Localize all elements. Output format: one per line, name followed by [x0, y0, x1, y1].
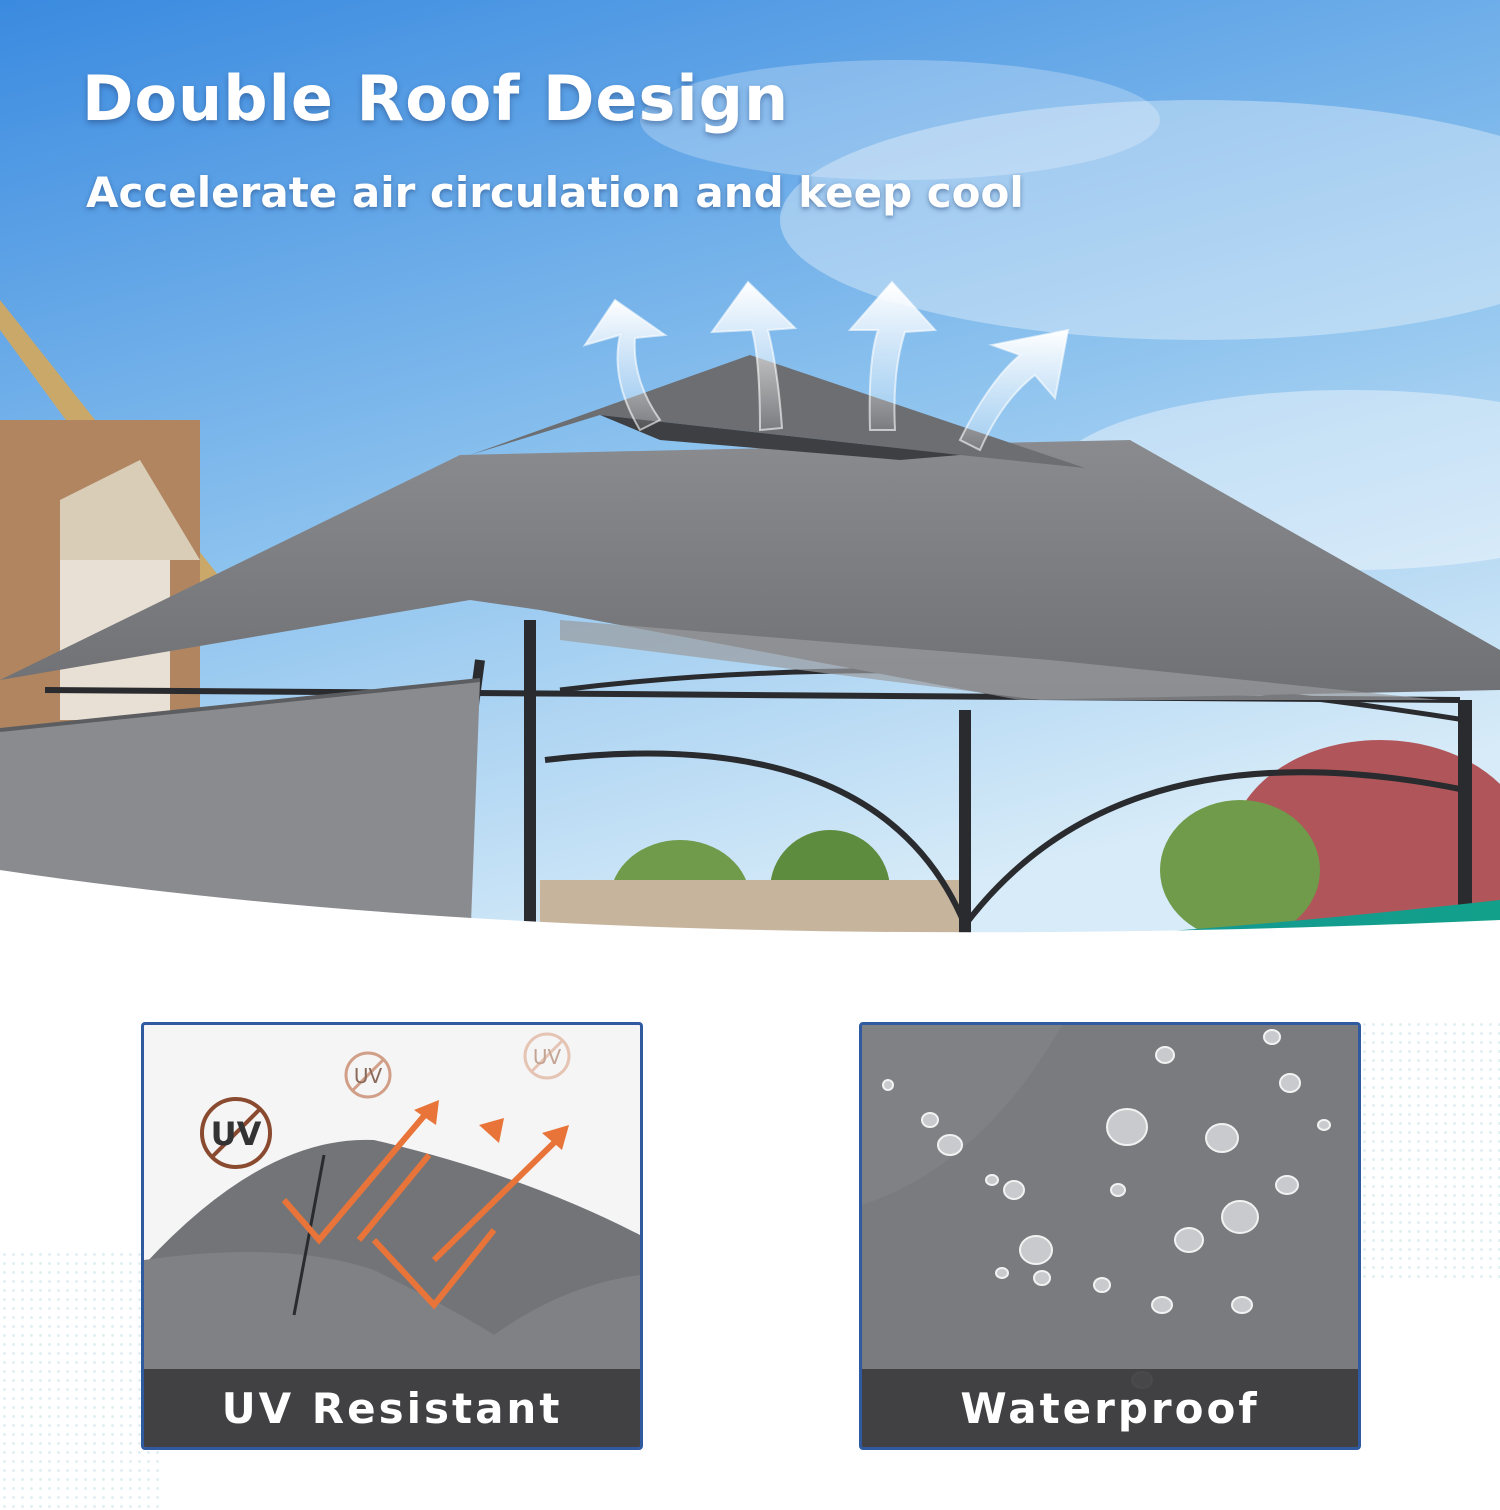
arrow-head-icon [479, 1118, 504, 1143]
house-gable [60, 460, 200, 560]
uv-badge-text: UV [354, 1064, 383, 1088]
cloud [780, 100, 1500, 340]
arrow-up-icon [958, 328, 1070, 452]
decor-dots-right [1360, 1020, 1500, 1280]
gazebo-scene [0, 0, 1500, 980]
subheadline: Accelerate air circulation and keep cool [86, 168, 1024, 217]
lower-canopy-underside [560, 620, 1440, 700]
uv-badge-text: UV [533, 1045, 562, 1069]
feature-card-uv: UV UV UV UV Resistant [141, 1022, 643, 1450]
arrow-head-icon [414, 1100, 439, 1125]
uv-blocked-icon [523, 1032, 571, 1080]
lower-canopy [0, 440, 1500, 700]
white-sweep [0, 870, 1500, 980]
side-shade-edge [0, 678, 481, 732]
arrow-up-icon [847, 280, 938, 431]
tree [1160, 800, 1320, 940]
airflow-arrows [582, 280, 1070, 452]
arrow-up-icon [582, 298, 668, 432]
upper-canopy-vent-gap [600, 415, 960, 460]
feature-card-waterproof: Waterproof [859, 1022, 1361, 1450]
hero-image: Double Roof Design Accelerate air circul… [0, 0, 1500, 980]
feature-label-waterproof: Waterproof [862, 1369, 1358, 1447]
arrow-up-icon [709, 280, 798, 432]
uv-arrows [281, 1108, 567, 1310]
feature-label-uv: UV Resistant [144, 1369, 640, 1447]
uv-badge-text: UV [211, 1115, 262, 1153]
cloud [640, 60, 1160, 180]
uv-blocked-icon [344, 1051, 392, 1099]
uv-blocked-icon [200, 1097, 272, 1169]
headline: Double Roof Design [82, 62, 790, 135]
arrow-head-icon [542, 1125, 569, 1150]
decor-dots-left [0, 1250, 160, 1510]
